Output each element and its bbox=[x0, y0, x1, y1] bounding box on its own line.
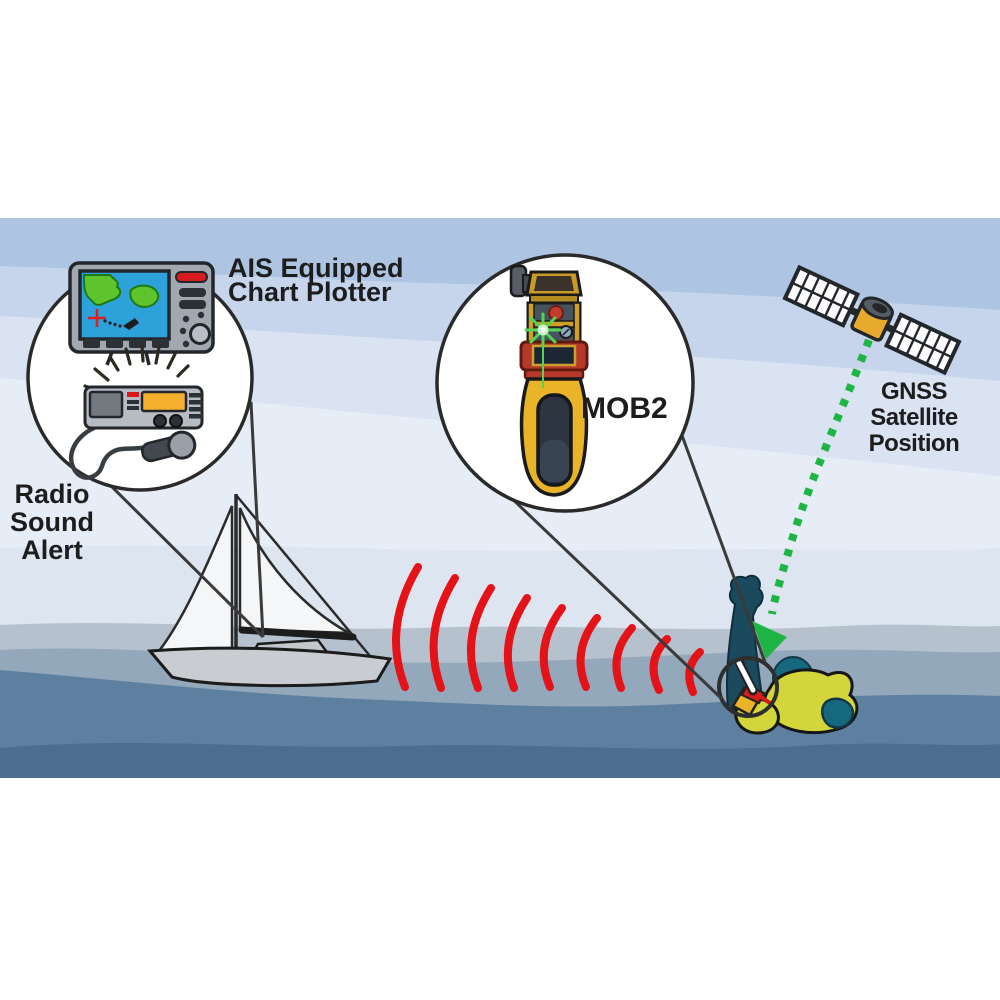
chart-plotter-device bbox=[68, 261, 215, 366]
vhf-radio-device bbox=[68, 385, 204, 480]
gnss-dotted-line bbox=[768, 338, 873, 615]
label-gnss-line3: Position bbox=[868, 430, 960, 457]
radio-display bbox=[140, 390, 188, 413]
radio-handset bbox=[140, 430, 197, 463]
label-radio-line1: Radio bbox=[14, 479, 90, 509]
plotter-knob bbox=[189, 323, 211, 345]
mob2-device bbox=[509, 264, 589, 497]
radio-wave-arc bbox=[576, 614, 601, 691]
beacon-highlight-ring bbox=[717, 656, 779, 718]
diagram-canvas bbox=[0, 218, 1000, 778]
gnss-satellite-icon bbox=[782, 264, 962, 376]
label-radio-line2: Sound bbox=[10, 507, 94, 537]
label-chart-plotter: AIS Equipped Chart Plotter bbox=[228, 253, 404, 307]
gnss-arrowhead bbox=[752, 621, 787, 659]
radio-wave-arc bbox=[392, 563, 422, 691]
radio-wave-arc bbox=[466, 584, 495, 692]
radio-knob bbox=[169, 414, 183, 428]
leader-line bbox=[249, 401, 265, 638]
satellite-body bbox=[850, 296, 894, 342]
label-chart-plotter-line2: Chart Plotter bbox=[228, 277, 392, 307]
boom bbox=[238, 626, 357, 641]
radio-knob bbox=[153, 414, 167, 428]
handset-cord bbox=[68, 425, 149, 480]
label-gnss-line2: Satellite bbox=[870, 404, 958, 431]
personal-beacon bbox=[717, 656, 779, 718]
label-radio-line3: Alert bbox=[21, 535, 83, 565]
solar-panel-left bbox=[782, 264, 861, 328]
raised-arm bbox=[726, 574, 766, 716]
radio-wave-arc bbox=[503, 594, 531, 692]
illustration-scene bbox=[0, 218, 1000, 778]
beacon-antenna bbox=[736, 660, 756, 693]
gnss-signal-arrow bbox=[752, 338, 873, 659]
radio-wave-arc bbox=[539, 604, 566, 691]
label-gnss-satellite-position: GNSS Satellite Position bbox=[854, 379, 974, 457]
radio-wave-arc bbox=[429, 574, 459, 692]
map-boat-icon bbox=[123, 318, 139, 330]
label-gnss-line1: GNSS bbox=[880, 378, 948, 405]
map-position-crosshair bbox=[88, 309, 106, 327]
beacon-red-tick bbox=[759, 695, 772, 705]
mob2-callout bbox=[435, 253, 695, 513]
plotter-alarm-key bbox=[175, 271, 208, 283]
map-track-dots bbox=[103, 319, 122, 328]
sailboat bbox=[146, 494, 393, 688]
map-landmass bbox=[82, 274, 122, 306]
main-sail bbox=[238, 507, 350, 635]
label-mob2: MOB2 bbox=[581, 392, 668, 425]
solar-panel-right bbox=[883, 312, 962, 376]
hull bbox=[146, 646, 393, 688]
equipment-callout bbox=[26, 261, 254, 492]
map-landmass bbox=[129, 284, 160, 309]
mob2-strobe-flash bbox=[524, 312, 562, 388]
leader-line bbox=[480, 468, 724, 701]
label-chart-plotter-line1: AIS Equipped bbox=[228, 253, 404, 283]
callout-leader-lines bbox=[93, 401, 767, 701]
label-radio-sound-alert: Radio Sound Alert bbox=[0, 480, 104, 564]
radio-wave-arcs bbox=[392, 563, 704, 696]
mob2-red-button bbox=[548, 305, 564, 321]
leader-line bbox=[678, 429, 767, 663]
shoulder bbox=[821, 697, 855, 729]
sea-layer-4 bbox=[0, 743, 1000, 778]
radio-wave-arc bbox=[612, 624, 636, 692]
leader-line bbox=[93, 468, 265, 639]
radio-screen bbox=[88, 390, 124, 419]
